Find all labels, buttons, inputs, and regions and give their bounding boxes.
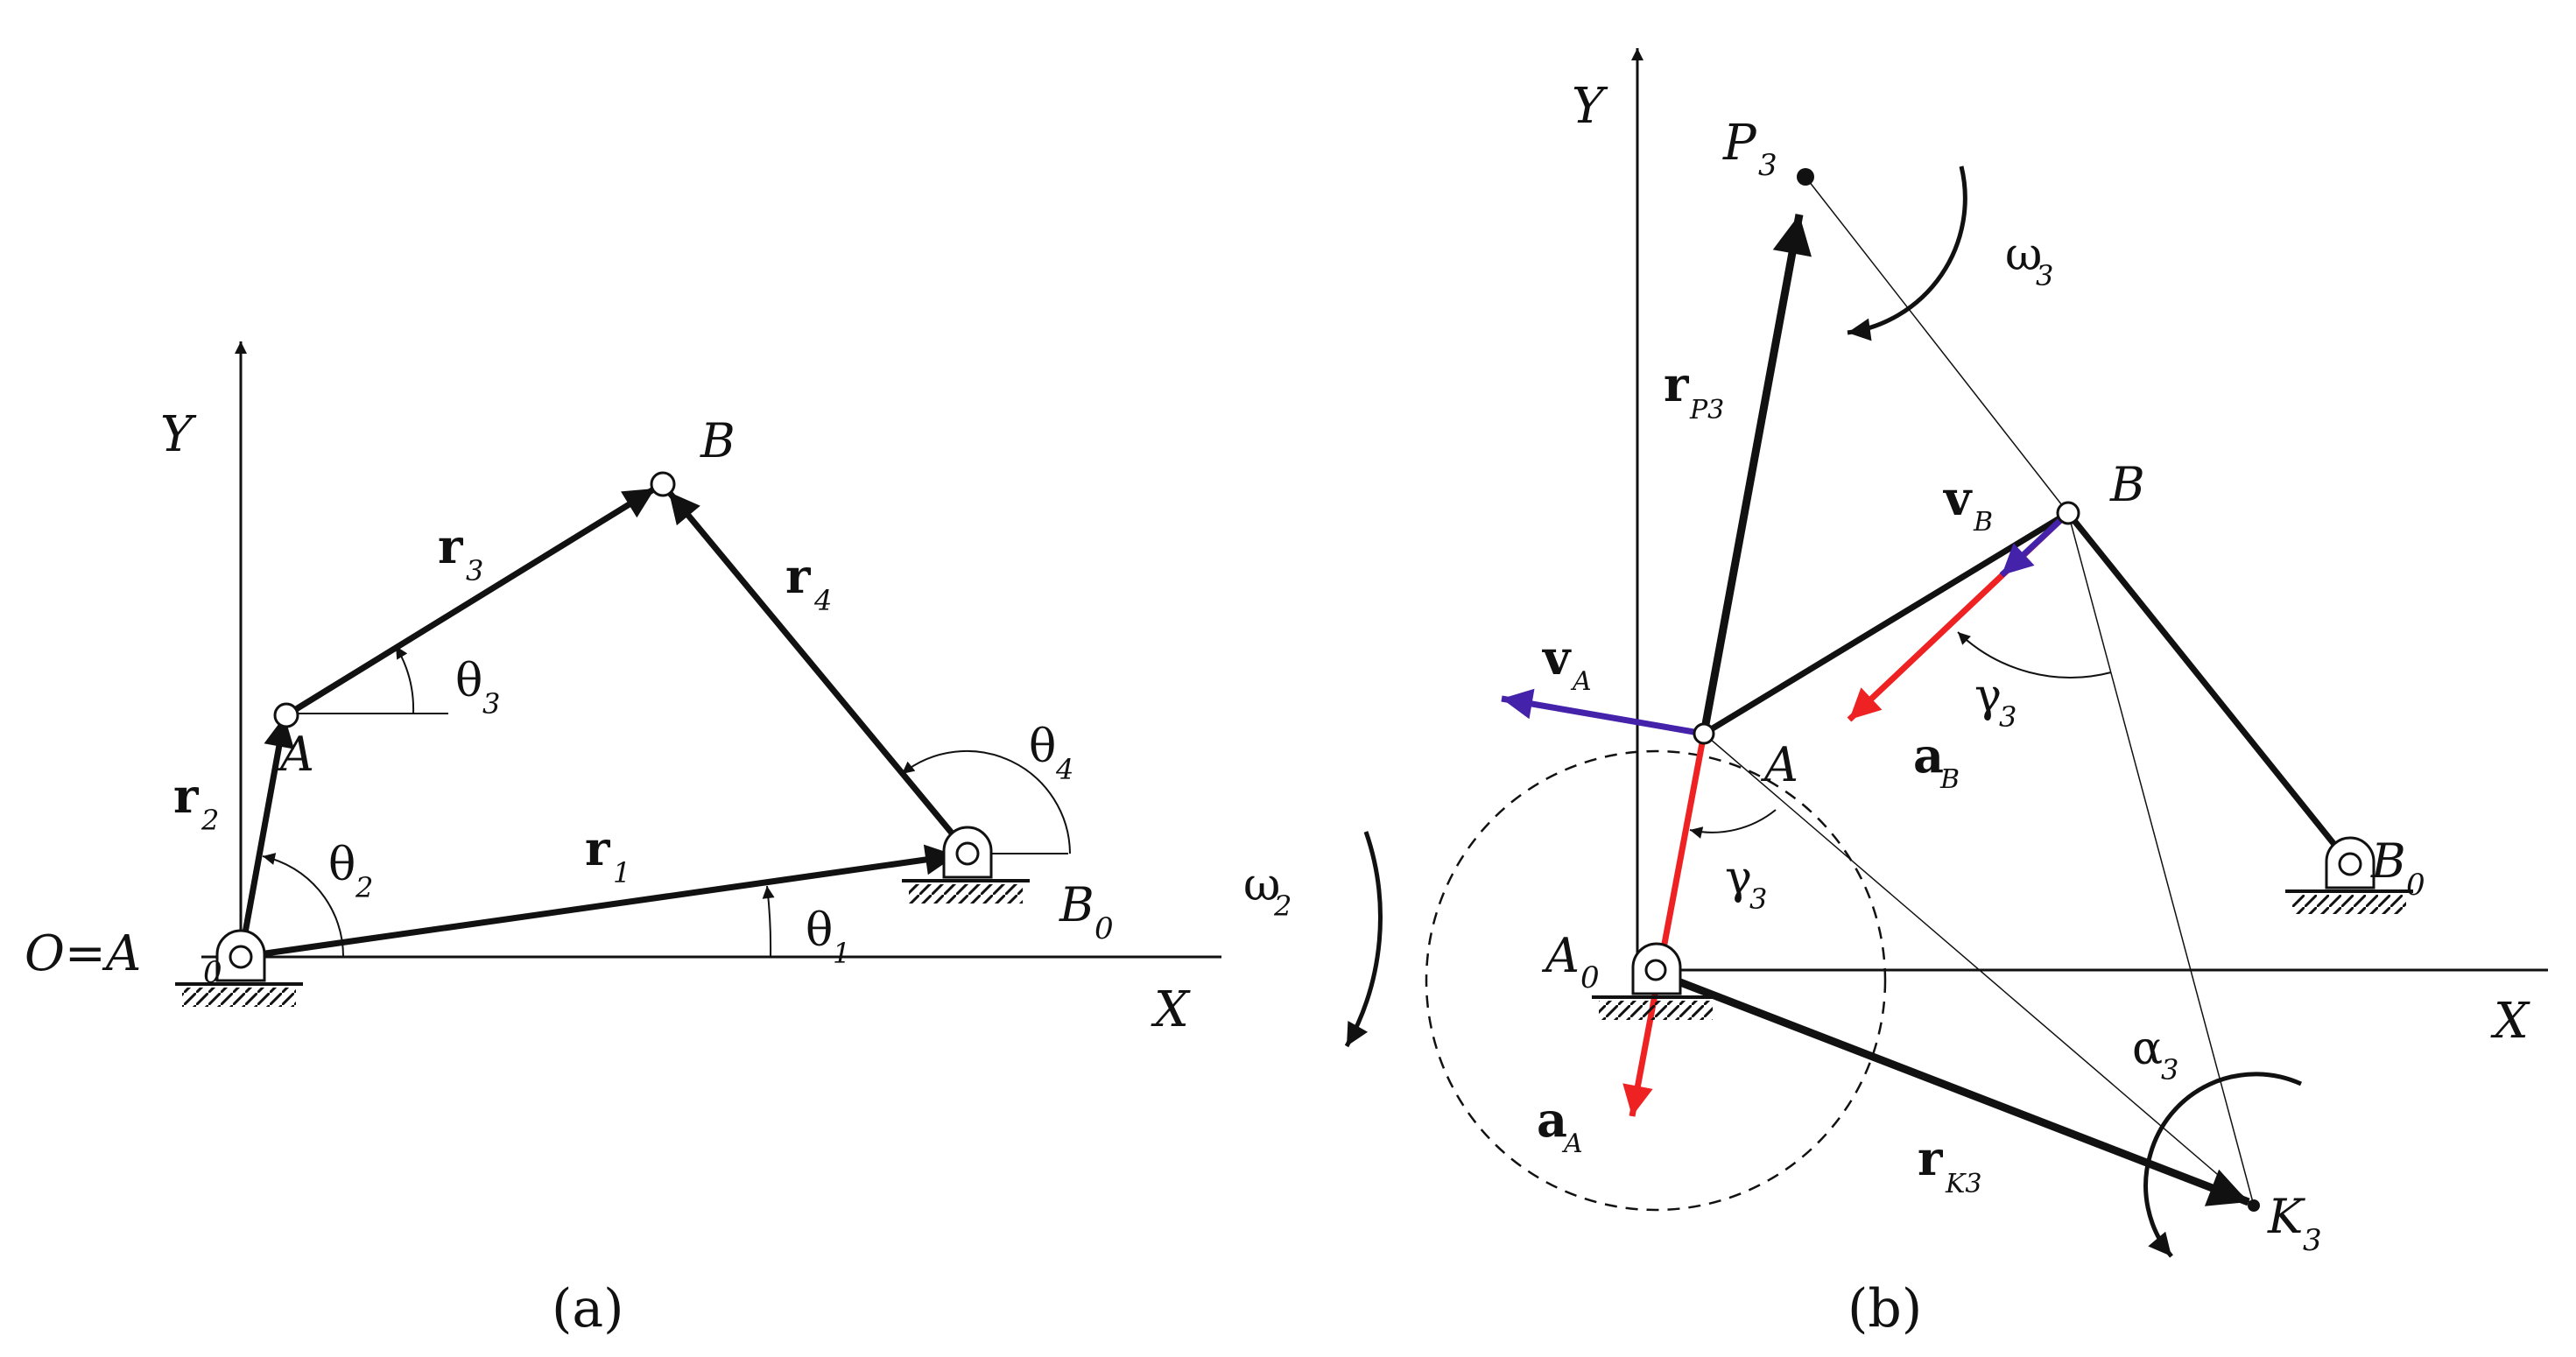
caption-a: (a)	[552, 1278, 624, 1339]
origin-label-sub: 0	[203, 955, 222, 990]
point-a0-sub: 0	[1580, 960, 1600, 995]
alpha3-sub: 3	[2161, 1053, 2178, 1086]
arc-omega3	[1847, 165, 1967, 341]
link-bb0	[2066, 510, 2353, 867]
link-r4	[666, 489, 969, 854]
vec-va-label: v	[1542, 629, 1572, 686]
gamma3-top-label: γ	[1974, 670, 2002, 722]
theta3-sub: 3	[482, 687, 500, 721]
caption-b: (b)	[1848, 1278, 1922, 1339]
joint-b	[650, 471, 676, 497]
panel-a: X Y O=A 0 A B B 0 r 2 r 3 r 4 r 1 θ 2 θ …	[25, 341, 1221, 1339]
vec-ab-label: a	[1913, 728, 1944, 784]
arc-theta4	[901, 749, 1071, 854]
link-r3	[287, 486, 657, 716]
joint-a	[273, 702, 299, 728]
point-b0-label: B	[2370, 833, 2406, 889]
vec-r3-label: r	[438, 518, 463, 574]
x-axis-label: X	[1151, 981, 1191, 1038]
point-p3-label: P	[1722, 115, 1757, 172]
vec-va-sub: A	[1570, 666, 1592, 697]
vec-rk3	[1651, 967, 2250, 1206]
theta3-label: θ	[455, 655, 482, 707]
vec-va	[1501, 688, 1705, 737]
joint-b0	[2338, 852, 2362, 876]
point-b-label: B	[2109, 457, 2145, 512]
arc-gamma3-top	[1957, 631, 2112, 678]
arc-alpha3	[2143, 1072, 2303, 1258]
vec-r1-sub: 1	[613, 856, 630, 889]
joint-a	[1693, 722, 1715, 745]
x-axis-label: X	[2490, 993, 2530, 1050]
vec-rk3-sub: K3	[1945, 1169, 1982, 1199]
vec-aa-sub: A	[1561, 1128, 1583, 1159]
theta4-label: θ	[1029, 721, 1056, 773]
vec-rk3-label: r	[1918, 1130, 1943, 1186]
arc-theta2	[262, 853, 345, 958]
panel-b: X Y P 3 B A A 0 B 0 K 3 r P3 r K3 v B v …	[1243, 48, 2548, 1339]
point-a0-label: A	[1541, 928, 1580, 983]
arc-theta1	[762, 885, 775, 958]
vec-rp3-label: r	[1664, 356, 1689, 412]
origin-label: O=A	[25, 925, 141, 982]
joint-a0	[1644, 959, 1667, 981]
point-k3-sub: 3	[2303, 1223, 2322, 1258]
point-b0-sub: 0	[1094, 911, 1114, 946]
dashed-circle	[1425, 749, 1887, 1212]
arc-gamma3-bottom	[1689, 809, 1777, 839]
y-axis-label: Y	[160, 406, 197, 463]
joint-a0	[229, 945, 253, 969]
point-b0-label: B	[1059, 877, 1094, 932]
gamma3-top-sub: 3	[1999, 700, 2016, 734]
gamma3-bottom-sub: 3	[1749, 882, 1767, 916]
vec-r4-label: r	[785, 548, 811, 604]
vec-r4-sub: 4	[813, 584, 832, 617]
vec-r2-sub: 2	[201, 804, 219, 837]
point-a-label: A	[1760, 737, 1798, 792]
vec-vb	[1999, 510, 2071, 578]
vec-vb-label: v	[1943, 470, 1973, 526]
omega2-label: ω	[1243, 859, 1280, 911]
point-b0-sub: 0	[2406, 868, 2425, 903]
point-p3	[1797, 168, 1814, 186]
theta1-sub: 1	[833, 937, 850, 970]
link-r2	[237, 715, 294, 958]
arc-theta3	[395, 645, 415, 714]
vec-r1-label: r	[585, 820, 610, 876]
ground-support-a0	[175, 929, 303, 1007]
joint-b0	[955, 841, 980, 866]
y-axis-label: Y	[1572, 78, 1608, 135]
theta2-label: θ	[328, 839, 355, 891]
arc-omega2	[1344, 831, 1383, 1048]
omega3-label: ω	[2005, 229, 2042, 281]
ground-support-b0	[902, 826, 1030, 903]
point-k3	[2248, 1199, 2260, 1212]
vec-vb-sub: B	[1973, 507, 1993, 538]
theta4-sub: 4	[1055, 753, 1073, 786]
vec-ab-sub: B	[1939, 764, 1960, 795]
theta1-label: θ	[806, 904, 833, 957]
point-b-label: B	[700, 413, 735, 468]
vec-aa-label: a	[1537, 1092, 1567, 1148]
link-r1	[240, 844, 957, 960]
point-k3-label: K	[2267, 1189, 2305, 1244]
point-p3-sub: 3	[1758, 148, 1777, 183]
omega2-sub: 2	[1273, 889, 1292, 923]
gamma3-bottom-label: γ	[1725, 852, 1752, 904]
vec-rp3-sub: P3	[1689, 395, 1724, 425]
vec-r2-label: r	[173, 768, 199, 824]
ground-support-a0	[1592, 942, 1720, 1020]
vec-aa	[1622, 733, 1707, 1117]
vec-rp3	[1700, 214, 1812, 735]
alpha3-label: α	[2132, 1023, 2163, 1075]
vec-r3-sub: 3	[466, 554, 483, 587]
theta2-sub: 2	[355, 871, 373, 904]
point-a-label: A	[276, 727, 314, 782]
omega3-sub: 3	[2036, 259, 2053, 292]
joint-b	[2056, 501, 2080, 525]
